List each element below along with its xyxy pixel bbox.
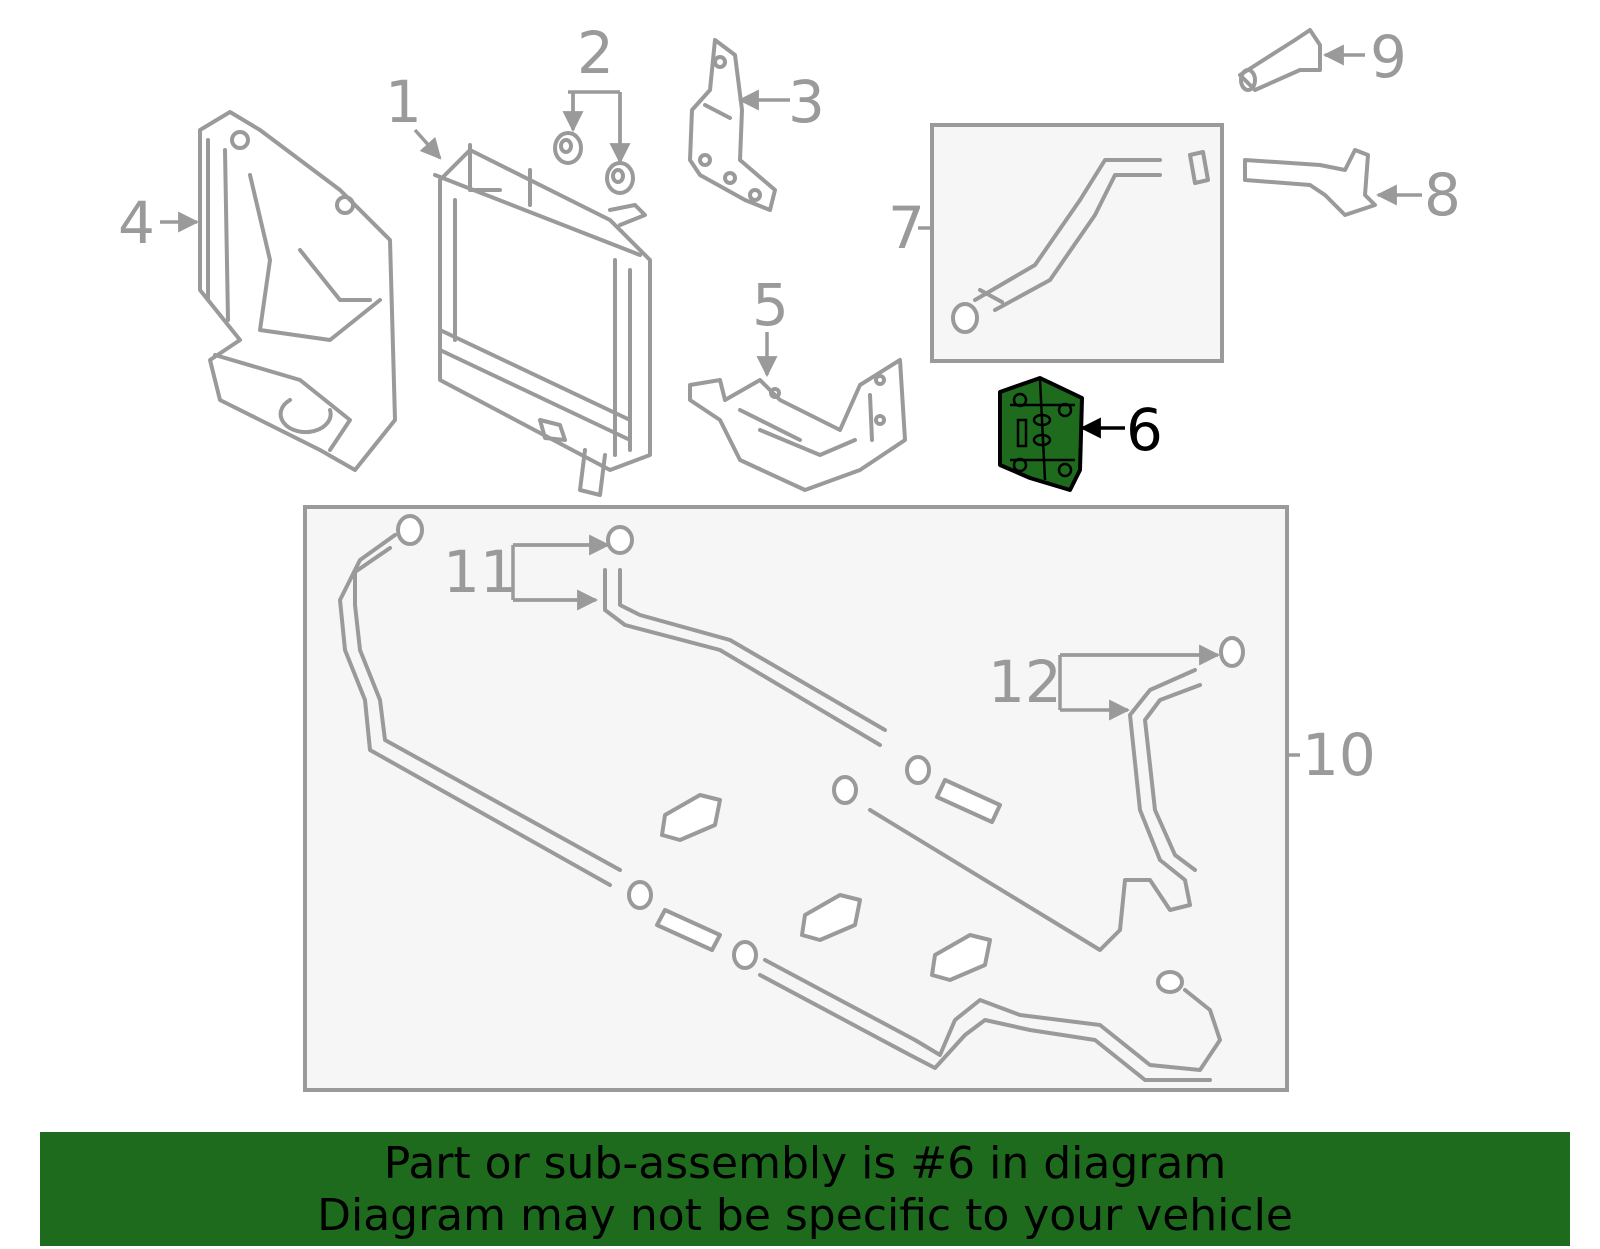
callout-10: 10 [1302,721,1376,789]
banner-line-1: Part or sub-assembly is #6 in diagram [383,1138,1227,1189]
part-6-highlighted [998,376,1084,492]
callout-12: 12 [988,648,1062,716]
part-5-bracket [688,358,907,492]
callout-11: 11 [443,538,517,606]
part-1-radiator [433,143,652,497]
callout-6: 6 [1126,396,1163,464]
info-banner: Part or sub-assembly is #6 in diagram Di… [40,1132,1570,1246]
part-10-hose-box [303,505,1289,1092]
part-7-hose-box [930,123,1224,363]
banner-line-2: Diagram may not be specific to your vehi… [317,1190,1293,1241]
part-4-shroud [198,110,397,472]
callout-5: 5 [752,271,789,339]
part-9-elbow [1238,28,1322,92]
callout-8: 8 [1424,161,1461,229]
leader-lines [160,44,1422,757]
callout-9: 9 [1370,23,1407,91]
callout-3: 3 [788,68,825,136]
part-2-grommets [553,131,635,195]
callout-1: 1 [385,68,422,136]
callout-4: 4 [118,189,155,257]
part-8-pipe [1243,148,1377,217]
callout-2: 2 [577,19,614,87]
part-3-bracket [688,38,777,212]
callout-7: 7 [888,194,925,262]
